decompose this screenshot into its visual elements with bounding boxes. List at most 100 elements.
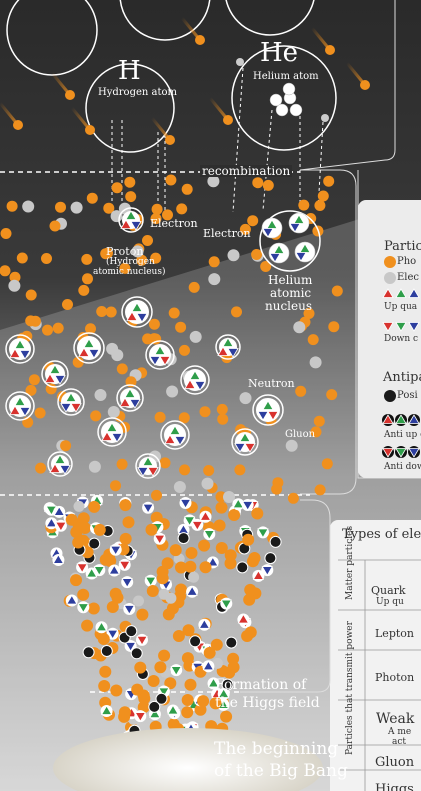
up-quark bbox=[232, 498, 244, 509]
photon bbox=[72, 356, 84, 368]
photon bbox=[103, 202, 115, 214]
proton bbox=[97, 417, 127, 447]
photon bbox=[224, 557, 237, 570]
hydrogen-atom-ring bbox=[85, 63, 175, 153]
photon bbox=[251, 507, 264, 520]
down-quark bbox=[109, 545, 122, 556]
helium-nucleus-label: nucleus bbox=[265, 299, 313, 313]
photon bbox=[150, 213, 162, 225]
photon bbox=[313, 415, 325, 427]
proton bbox=[5, 334, 35, 364]
photon bbox=[90, 410, 102, 422]
proton-sub-label: atomic nucleus) bbox=[93, 267, 166, 277]
electron bbox=[208, 273, 221, 286]
photon bbox=[262, 179, 274, 191]
legend-photon-icon bbox=[384, 256, 396, 268]
photon bbox=[328, 321, 340, 333]
photon bbox=[244, 583, 257, 596]
down-quark bbox=[267, 411, 279, 421]
positron bbox=[177, 532, 190, 545]
photon bbox=[181, 183, 193, 195]
quark bbox=[232, 498, 245, 511]
photon bbox=[60, 440, 72, 452]
atom-ring bbox=[225, 0, 315, 36]
photon bbox=[158, 649, 171, 662]
photon bbox=[81, 619, 94, 632]
photon bbox=[231, 306, 242, 318]
electron bbox=[236, 58, 244, 66]
photon bbox=[326, 389, 338, 401]
proton-label: Proton bbox=[106, 245, 144, 258]
electron bbox=[285, 439, 298, 452]
quark bbox=[261, 564, 274, 577]
photon bbox=[13, 120, 23, 130]
quark bbox=[106, 627, 119, 640]
up-quark bbox=[83, 338, 95, 348]
photon bbox=[213, 519, 226, 532]
electron bbox=[223, 491, 235, 503]
types-lepton: Lepton bbox=[375, 627, 414, 640]
up-quark bbox=[120, 219, 132, 229]
nucleon-ring bbox=[231, 428, 259, 456]
quark bbox=[237, 613, 250, 626]
photon bbox=[179, 464, 191, 476]
electron bbox=[94, 389, 107, 401]
nucleon-ring bbox=[252, 394, 284, 426]
up-quark bbox=[100, 705, 113, 715]
photon bbox=[82, 273, 93, 285]
down-quark bbox=[227, 348, 239, 358]
photon bbox=[9, 271, 21, 283]
photon bbox=[151, 203, 163, 215]
photon bbox=[203, 646, 216, 659]
photon bbox=[181, 694, 194, 706]
neutron-label: Neutron bbox=[248, 377, 295, 390]
electron bbox=[22, 200, 35, 213]
up-quark bbox=[14, 396, 26, 406]
photon bbox=[145, 523, 158, 536]
neutron bbox=[145, 340, 175, 370]
down-quark bbox=[123, 605, 136, 615]
electron bbox=[133, 595, 144, 607]
electron bbox=[70, 201, 83, 214]
photon bbox=[150, 511, 163, 524]
up-quark bbox=[44, 373, 56, 383]
helium-atom-ring bbox=[231, 45, 337, 151]
photon bbox=[78, 522, 91, 534]
down-quark bbox=[382, 448, 394, 458]
up-quark bbox=[207, 677, 220, 688]
down-quark bbox=[137, 467, 149, 477]
photon bbox=[287, 492, 299, 504]
down-quark bbox=[76, 563, 88, 574]
quark bbox=[202, 660, 215, 673]
up-quark bbox=[65, 392, 77, 402]
quark bbox=[85, 567, 98, 580]
photon bbox=[25, 384, 37, 396]
neutron bbox=[57, 388, 85, 416]
photon bbox=[295, 385, 307, 397]
photon bbox=[86, 192, 98, 204]
photon bbox=[125, 191, 137, 203]
up-quark bbox=[239, 432, 251, 442]
photon bbox=[16, 252, 28, 264]
photon bbox=[116, 458, 128, 470]
down-quark bbox=[203, 530, 215, 540]
positron bbox=[125, 625, 138, 638]
up-quark bbox=[124, 388, 136, 398]
photon bbox=[105, 306, 117, 318]
quark bbox=[142, 501, 155, 514]
positron bbox=[155, 692, 168, 705]
electron bbox=[211, 657, 223, 669]
down-quark bbox=[382, 322, 394, 332]
quark bbox=[100, 705, 113, 717]
down-quark bbox=[262, 228, 274, 238]
down-quark bbox=[244, 443, 256, 453]
nucleon-ring bbox=[121, 296, 153, 328]
hydrogen-symbol: H bbox=[118, 56, 141, 86]
types-group-matter: Matter particles bbox=[345, 525, 355, 600]
photon bbox=[81, 253, 93, 265]
up-quark bbox=[186, 585, 198, 596]
up-quark bbox=[106, 422, 118, 432]
photon bbox=[169, 544, 182, 557]
quark bbox=[109, 543, 122, 556]
down-quark bbox=[261, 566, 273, 576]
